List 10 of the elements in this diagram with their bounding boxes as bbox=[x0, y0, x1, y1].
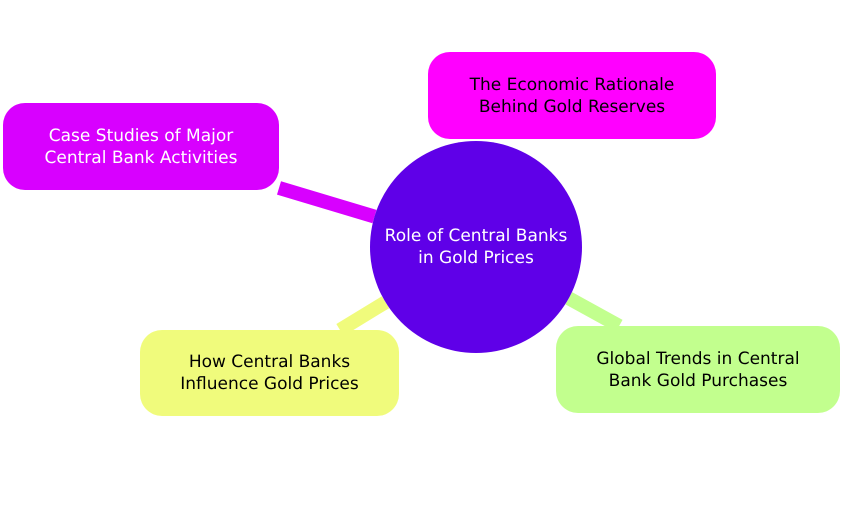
branch-box bbox=[140, 330, 399, 416]
branch-label: How Central Banks Influence Gold Prices bbox=[179, 351, 360, 395]
branch-label: Global Trends in Central Bank Gold Purchases bbox=[595, 348, 801, 392]
branch-box bbox=[556, 326, 840, 413]
branch-box bbox=[428, 52, 716, 139]
branch-connector bbox=[277, 181, 376, 224]
topic-label: Role of Central Banks in Gold Prices bbox=[384, 225, 568, 269]
branch-box bbox=[3, 103, 279, 190]
branch-label: Case Studies of Major Central Bank Activities bbox=[44, 124, 238, 168]
branch-label: The Economic Rationale Behind Gold Reserves bbox=[468, 74, 676, 118]
